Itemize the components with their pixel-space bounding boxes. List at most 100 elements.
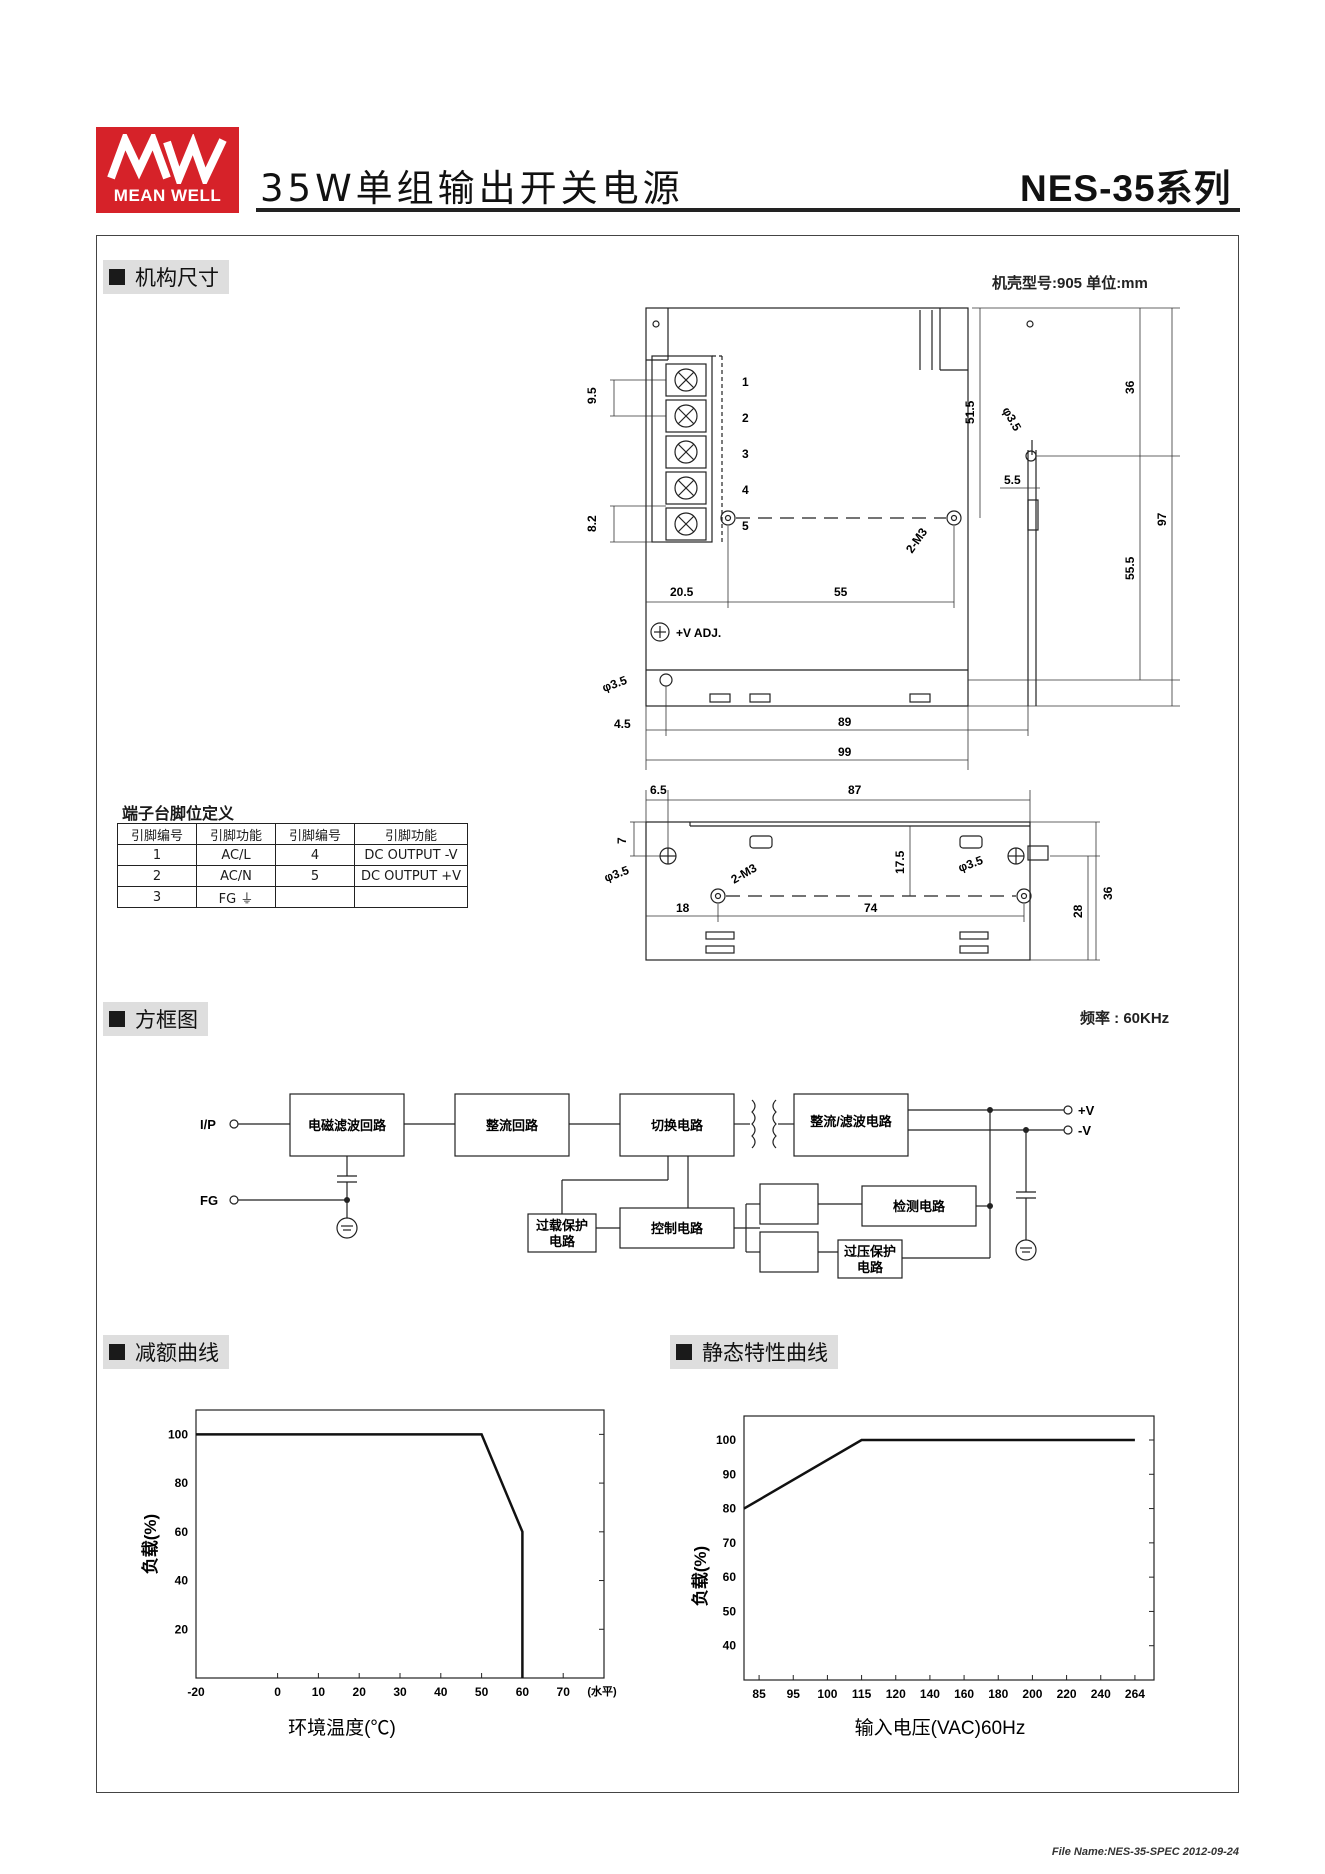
dim-2-m3-top: 2-M3	[903, 525, 930, 556]
mean-well-logo: MEAN WELL	[96, 127, 239, 213]
optocoupler-1-icon	[759, 1183, 819, 1225]
derating-y-tick-label: 80	[175, 1476, 189, 1490]
ovp-label-line1: 过压保护	[844, 1244, 896, 1259]
fg-label: FG	[200, 1193, 218, 1208]
derating-x-tick-label: 0	[274, 1685, 281, 1699]
content-frame	[96, 235, 1239, 1793]
derating-y-tick-label: 40	[175, 1574, 189, 1588]
derating-heading-text: 减额曲线	[135, 1341, 219, 1365]
table-cell: 2	[117, 865, 197, 887]
optocoupler-2-icon	[759, 1231, 819, 1273]
derating-y-tick-label: 100	[168, 1427, 188, 1441]
derating-x-tick-label: 20	[353, 1685, 367, 1699]
dim-74: 74	[864, 901, 878, 915]
pin-number-2: 2	[742, 411, 749, 425]
derating-x-unit: (水平)	[587, 1684, 617, 1698]
table-cell	[275, 886, 355, 908]
header-rule	[256, 208, 1240, 212]
table-cell: 4	[275, 844, 355, 866]
dim-97: 97	[1155, 512, 1169, 526]
table-row: 1 AC/L 4 DC OUTPUT -V	[117, 844, 468, 866]
pin-number-3: 3	[742, 447, 749, 461]
table-cell: 5	[275, 865, 355, 887]
ovp-label-line2: 电路	[857, 1260, 884, 1275]
dim-28: 28	[1071, 904, 1085, 918]
dim-51-5: 51.5	[963, 400, 977, 424]
static-x-tick-label: 240	[1091, 1687, 1111, 1701]
static-x-tick-label: 160	[954, 1687, 974, 1701]
series-name: NES-35系列	[1020, 168, 1232, 209]
table-header: 引脚功能	[196, 823, 276, 845]
static-xlabel: 输入电压(VAC)60Hz	[855, 1717, 1026, 1739]
dim-89: 89	[838, 715, 852, 729]
case-note: 机壳型号:905 单位:mm	[992, 275, 1148, 292]
mechanical-heading-text: 机构尺寸	[135, 266, 219, 290]
dim-8-2: 8.2	[585, 515, 599, 532]
pin-table-title: 端子台脚位定义	[122, 804, 235, 823]
dim-87: 87	[848, 783, 862, 797]
table-row: 2 AC/N 5 DC OUTPUT +V	[117, 865, 468, 887]
table-cell: AC/N	[196, 865, 276, 887]
input-label: I/P	[200, 1117, 216, 1132]
derating-x-tick-label: 70	[557, 1685, 571, 1699]
static-ylabel: 负载(%)	[690, 1546, 710, 1606]
dim-36-side: 36	[1101, 886, 1115, 900]
table-cell: DC OUTPUT +V	[354, 865, 468, 887]
static-x-tick-label: 120	[886, 1687, 906, 1701]
static-series-line	[743, 1438, 1135, 1510]
dim-55-5: 55.5	[1123, 556, 1137, 580]
switching-label: 切换电路	[651, 1118, 704, 1133]
table-cell: AC/L	[196, 844, 276, 866]
frequency-note: 频率 : 60KHz	[1080, 1010, 1170, 1027]
derating-x-tick-label: 60	[516, 1685, 530, 1699]
dim-phi-3-5-side-left: φ3.5	[602, 863, 631, 885]
output-filter-block	[793, 1093, 909, 1157]
table-cell: DC OUTPUT -V	[354, 844, 468, 866]
dim-9-5: 9.5	[585, 387, 599, 404]
block-diagram-heading: 方框图	[103, 1002, 208, 1036]
dim-phi-3-5-side-right: φ3.5	[956, 853, 985, 875]
dim-5-5: 5.5	[1004, 473, 1021, 487]
table-cell	[354, 886, 468, 908]
section-bullet-icon	[109, 269, 125, 285]
olp-label-line2: 电路	[549, 1234, 576, 1249]
ovp-block	[837, 1239, 903, 1279]
derating-y-tick-label: 20	[175, 1622, 189, 1636]
static-y-tick-label: 60	[723, 1570, 737, 1584]
dim-4-5: 4.5	[614, 717, 631, 731]
olp-label-line1: 过载保护	[536, 1218, 588, 1233]
static-x-tick-label: 100	[817, 1687, 837, 1701]
output-pos-label: +V	[1078, 1103, 1095, 1118]
derating-heading: 减额曲线	[103, 1335, 229, 1369]
table-cell: FG ⏚	[196, 886, 276, 908]
detect-label: 检测电路	[893, 1199, 946, 1214]
file-footer: File Name:NES-35-SPEC 2012-09-24	[1051, 1846, 1239, 1858]
ground-icon-output	[1015, 1239, 1037, 1261]
derating-x-tick-label: 30	[393, 1685, 407, 1699]
dim-2-m3-side: 2-M3	[729, 861, 760, 887]
static-x-tick-label: 180	[988, 1687, 1008, 1701]
static-y-tick-label: 100	[716, 1433, 736, 1447]
derating-x-tick-label: 40	[434, 1685, 448, 1699]
document-title: 35W单组输出开关电源	[260, 167, 684, 210]
static-x-tick-label: 115	[852, 1687, 872, 1701]
pin-number-5: 5	[742, 519, 749, 533]
terminal-block	[651, 355, 713, 543]
derating-x-tick-label: 10	[312, 1685, 326, 1699]
transformer-primary-icon	[751, 1099, 756, 1149]
table-row: 3 FG ⏚	[117, 886, 468, 908]
logo-text: MEAN WELL	[113, 186, 222, 205]
static-x-tick-label: 85	[752, 1687, 766, 1701]
section-bullet-icon	[109, 1344, 125, 1360]
derating-ylabel: 负载(%)	[140, 1514, 160, 1574]
static-y-tick-label: 70	[723, 1536, 737, 1550]
pin-definition-table: 引脚编号 引脚功能 引脚编号 引脚功能 1 AC/L 4 DC OUTPUT -…	[117, 823, 468, 908]
rectifier-block	[454, 1093, 570, 1157]
derating-x-tick-label: 50	[475, 1685, 489, 1699]
derating-x-tick-label: -20	[187, 1685, 205, 1699]
output-neg-label: -V	[1078, 1123, 1091, 1138]
emi-filter-label: 电磁滤波回路	[308, 1118, 387, 1133]
static-x-tick-label: 200	[1022, 1687, 1042, 1701]
mw-logo-mark-icon	[107, 134, 227, 184]
static-plot-area	[743, 1415, 1155, 1681]
